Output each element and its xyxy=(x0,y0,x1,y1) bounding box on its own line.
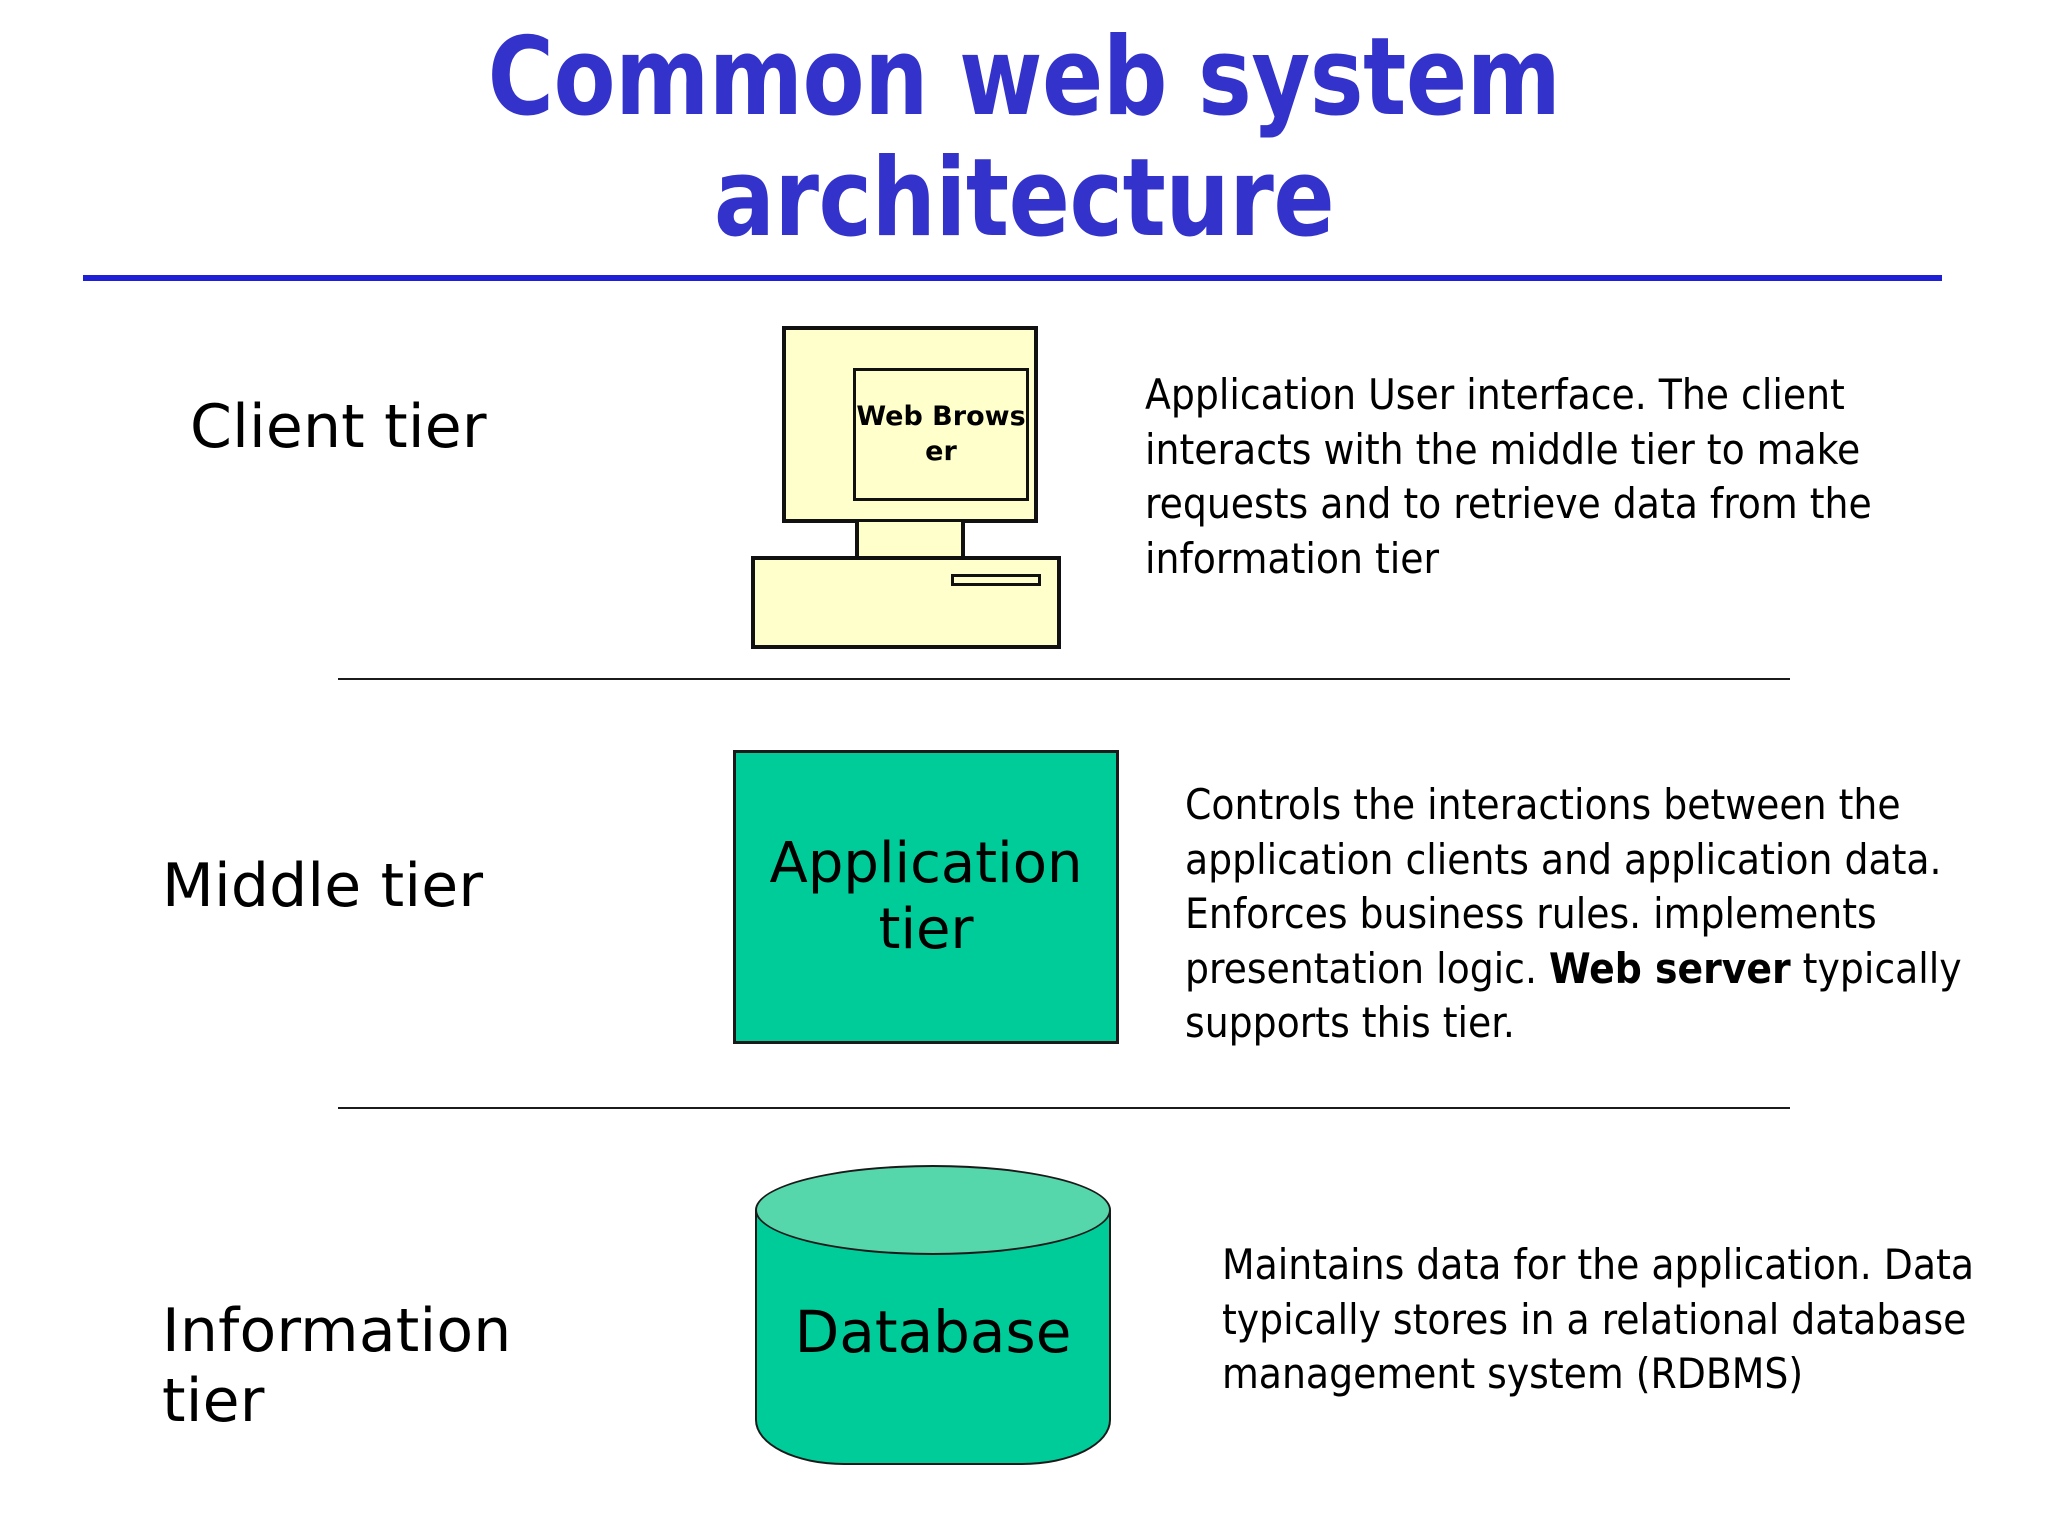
page-title: Common web system architecture xyxy=(487,15,1561,261)
tier-label-middle: Middle tier xyxy=(162,851,484,921)
monitor-stand-neck xyxy=(855,522,965,558)
tier-description-information: Maintains data for the application. Data… xyxy=(1222,1240,1975,1399)
tier-description-client: Application User interface. The client i… xyxy=(1145,370,1872,583)
text-run: typically supports this tier. xyxy=(1185,943,1962,1048)
database-cylinder-icon: Database xyxy=(755,1165,1111,1465)
tier-description-middle: Controls the interactions between the ap… xyxy=(1185,778,2015,1051)
cylinder-top-ellipse xyxy=(755,1165,1111,1255)
monitor-bezel: Web Browser xyxy=(782,326,1038,523)
computer-tower-base xyxy=(751,556,1061,649)
monitor-screen: Web Browser xyxy=(853,368,1029,501)
tier-label-information: Information tier xyxy=(162,1296,512,1436)
tier-separator-client-middle xyxy=(338,678,1790,680)
web-browser-label: Web Browser xyxy=(856,401,1026,467)
text-run: Controls the interactions between the ap… xyxy=(1185,780,1942,993)
application-tier-label: Application tier xyxy=(769,830,1083,962)
application-tier-box: Application tier xyxy=(733,750,1119,1044)
desktop-computer-icon: Web Browser xyxy=(751,326,1071,656)
tier-label-client: Client tier xyxy=(190,392,487,462)
title-underline-rule xyxy=(83,275,1942,281)
tier-separator-middle-information xyxy=(338,1107,1790,1109)
drive-slot-icon xyxy=(951,574,1041,586)
database-label: Database xyxy=(794,1298,1072,1366)
emphasis-run: Web server xyxy=(1548,943,1791,993)
